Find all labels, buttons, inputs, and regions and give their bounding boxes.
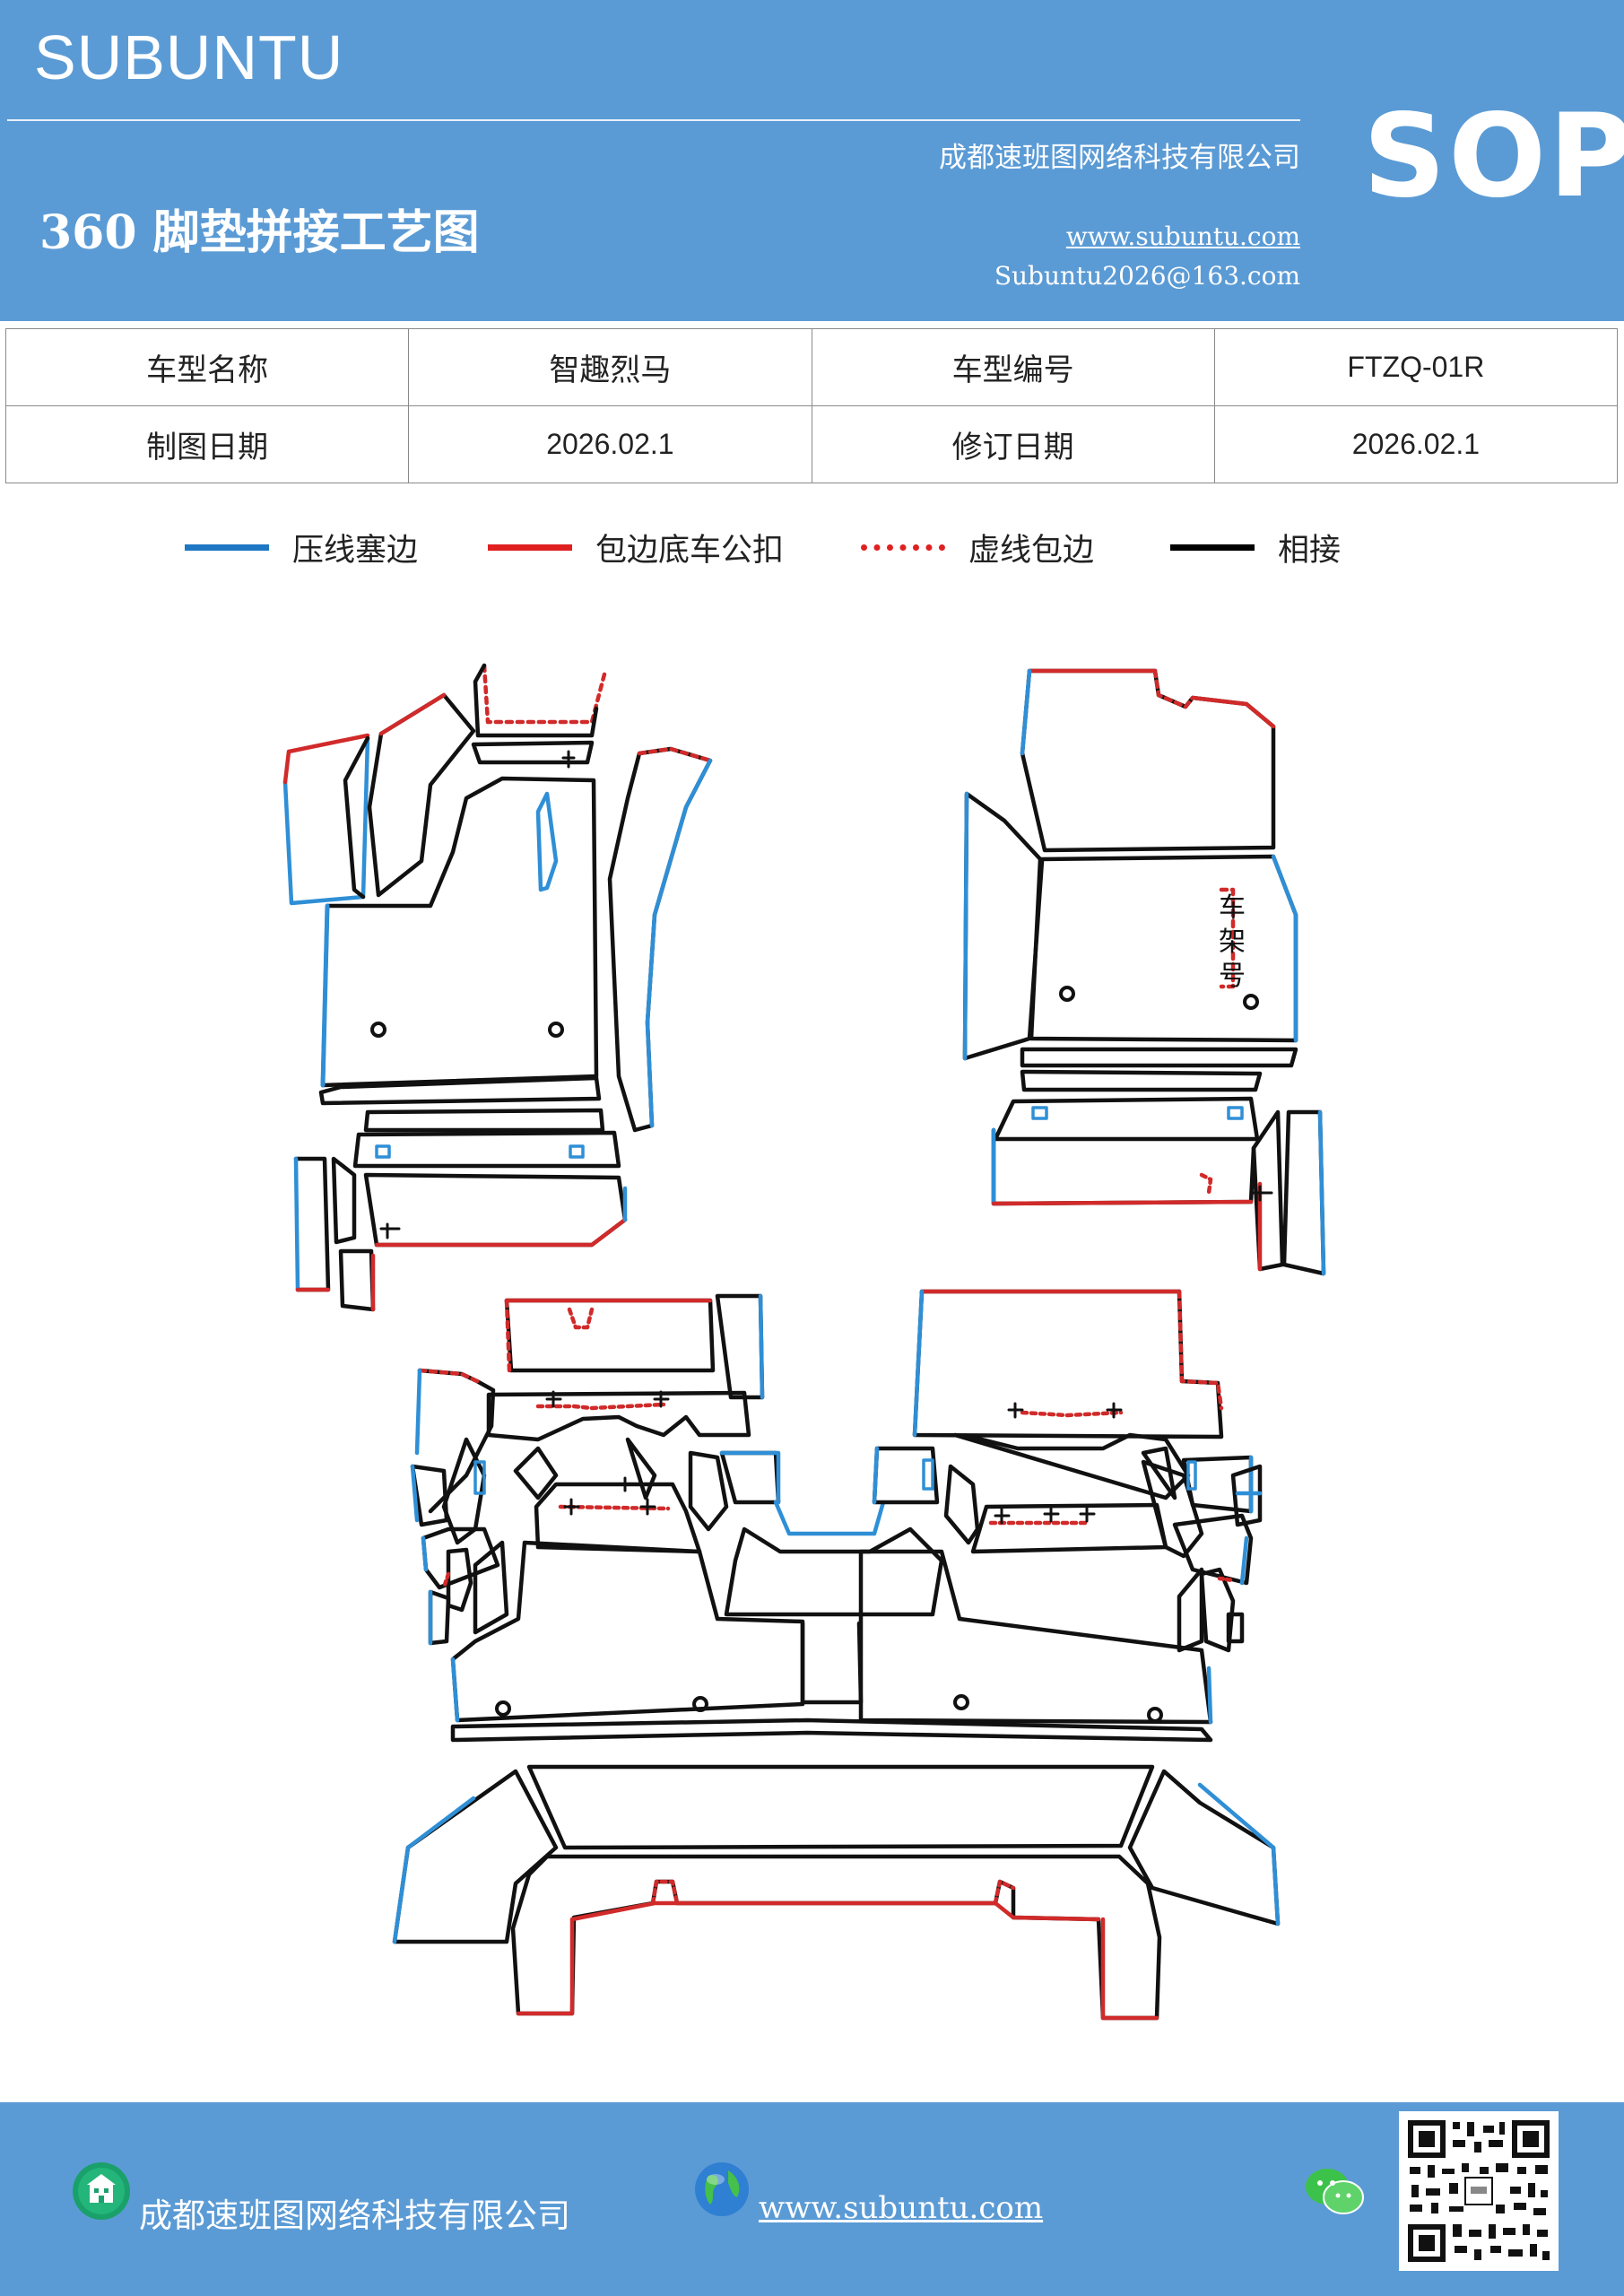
globe-icon xyxy=(695,2162,749,2216)
svg-text:架: 架 xyxy=(1219,926,1246,958)
footer-banner: 成都速班图网络科技有限公司 www.subuntu.com xyxy=(0,2102,1624,2296)
header-email: Subuntu2026@163.com xyxy=(994,261,1300,291)
table-row: 车型名称 智趣烈马 车型编号 FTZQ-01R xyxy=(4,328,1619,406)
wechat-icon xyxy=(1306,2169,1364,2214)
legend-swatch-red xyxy=(488,544,572,551)
footer-website-link[interactable]: www.subuntu.com xyxy=(759,2190,1044,2226)
header-website-link[interactable]: www.subuntu.com xyxy=(1065,222,1300,251)
page-title: 360 脚垫拼接工艺图 xyxy=(39,205,480,260)
legend-item-dotted-edge: 虚线包边 xyxy=(861,525,1094,570)
header-banner: SUBUNTU 成都速班图网络科技有限公司 SOP 360 脚垫拼接工艺图 ww… xyxy=(0,0,1624,321)
table-row: 制图日期 2026.02.1 修订日期 2026.02.1 xyxy=(4,405,1619,483)
svg-text:车: 车 xyxy=(1219,892,1246,924)
header-company-name: 成都速班图网络科技有限公司 xyxy=(939,142,1300,174)
brand-name: SUBUNTU xyxy=(34,22,344,92)
model-no-value: FTZQ-01R xyxy=(1213,328,1619,406)
front-right-mats xyxy=(962,668,1326,1276)
model-name-label: 车型名称 xyxy=(4,328,410,406)
model-no-label: 车型编号 xyxy=(811,328,1215,406)
legend-item-press-line: 压线塞边 xyxy=(185,525,418,570)
draw-date-label: 制图日期 xyxy=(4,405,410,483)
legend-swatch-black xyxy=(1170,544,1255,551)
qr-code-icon xyxy=(1399,2111,1559,2271)
revise-date-value: 2026.02.1 xyxy=(1213,405,1619,483)
draw-date-value: 2026.02.1 xyxy=(408,405,812,483)
legend-item-red-edge: 包边底车公扣 xyxy=(488,525,784,570)
legend-swatch-red-dotted xyxy=(861,544,945,551)
legend-label: 包边底车公扣 xyxy=(595,532,785,569)
rear-mats xyxy=(392,1289,1281,2021)
model-name-value: 智趣烈马 xyxy=(408,328,812,406)
legend-item-joint: 相接 xyxy=(1170,525,1341,570)
frame-number-label: 车 架 号 xyxy=(1219,892,1246,992)
legend-label: 虚线包边 xyxy=(968,532,1095,569)
svg-text:号: 号 xyxy=(1219,961,1246,992)
info-table: 车型名称 智趣烈马 车型编号 FTZQ-01R 制图日期 2026.02.1 修… xyxy=(4,328,1619,483)
header-divider xyxy=(7,119,1300,121)
floor-mat-diagram: 车 架 号 xyxy=(282,663,1326,2021)
revise-date-label: 修订日期 xyxy=(811,405,1215,483)
footer-company-name: 成都速班图网络科技有限公司 xyxy=(139,2196,570,2235)
legend-swatch-blue xyxy=(185,544,269,551)
front-left-mats xyxy=(282,663,713,1312)
legend-label: 压线塞边 xyxy=(292,532,419,569)
building-icon xyxy=(73,2162,130,2220)
legend-label: 相接 xyxy=(1278,532,1342,569)
sop-badge: SOP xyxy=(1363,90,1624,223)
